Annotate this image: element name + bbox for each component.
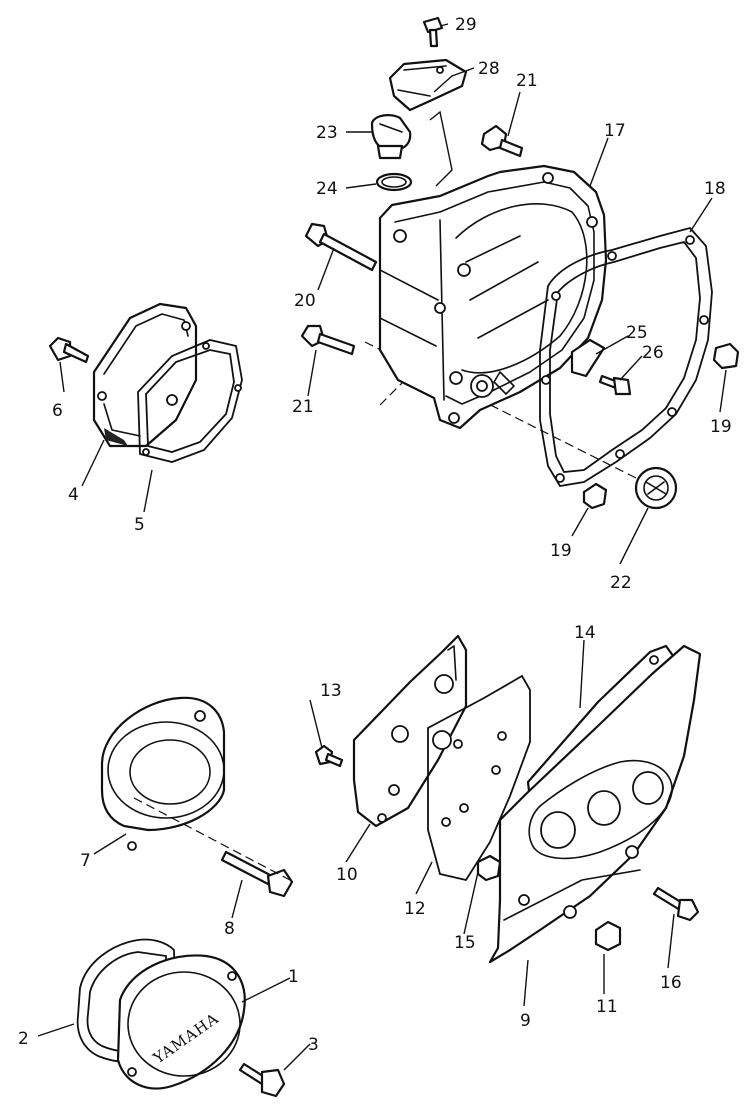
callout-12: 12 <box>404 899 426 919</box>
part-28-breather-plate <box>388 58 468 112</box>
part-4-small-cover <box>92 302 198 448</box>
callout-25: 24 <box>316 179 338 199</box>
callout-18: 18 <box>704 179 726 199</box>
part-1-yamaha-cover: YAMAHA <box>116 954 246 1090</box>
part-20-long-bolt <box>304 222 378 272</box>
part-25-o-ring <box>375 172 413 192</box>
part-3-bolt <box>238 1062 286 1098</box>
callout-14: 14 <box>574 623 596 643</box>
callout-16: 16 <box>660 973 682 993</box>
part-18-cover-gasket <box>539 226 713 487</box>
part-19-dowel-lower <box>582 482 608 510</box>
leader-lines <box>37 23 727 1071</box>
callout-20: 20 <box>294 291 316 311</box>
callout-21: 21 <box>292 397 314 417</box>
part-12-gasket-plate <box>427 674 531 882</box>
callout-24: 23 <box>316 123 338 143</box>
part-16-screw <box>652 886 700 922</box>
callout-27: 26 <box>642 343 664 363</box>
part-5-small-gasket <box>137 339 243 463</box>
callout-10: 10 <box>336 865 358 885</box>
part-17-crankcase-cover <box>378 164 608 430</box>
part-26-plate <box>570 338 606 378</box>
callout-3: 3 <box>308 1035 319 1055</box>
callout-28: 28 <box>478 59 500 79</box>
callout-8: 8 <box>224 919 235 939</box>
callout-5: 5 <box>134 515 145 535</box>
callout-labels: 29 28 21 23 24 17 18 20 21 25 26 19 19 2… <box>18 15 732 1055</box>
part-13-screw <box>314 744 344 768</box>
callout-4: 4 <box>68 485 79 505</box>
part-23-plug <box>634 466 678 510</box>
callout-17: 17 <box>604 121 626 141</box>
callout-7: 7 <box>80 851 91 871</box>
part-11-plug <box>594 920 622 952</box>
part-8-long-bolt <box>220 850 294 898</box>
part-9-sprocket-cover <box>488 644 702 964</box>
callout-23: 22 <box>610 573 632 593</box>
callout-19-right: 19 <box>710 417 732 437</box>
callout-11: 11 <box>596 997 618 1017</box>
callout-15: 15 <box>454 933 476 953</box>
callout-13: 13 <box>320 681 342 701</box>
callout-29: 29 <box>455 15 477 35</box>
callout-26: 25 <box>626 323 648 343</box>
callout-6: 6 <box>52 401 63 421</box>
callout-19-lower: 19 <box>550 541 572 561</box>
part-22-bolt <box>480 124 524 158</box>
part-21-bolt <box>300 324 356 356</box>
part-19-dowel-right <box>712 342 740 370</box>
part-6-bolt <box>48 336 90 364</box>
part-15-dowel <box>476 854 502 882</box>
callout-1: 1 <box>288 967 299 987</box>
part-24-oil-filler-cap <box>370 114 412 160</box>
part-29-screw <box>422 16 444 48</box>
part-7-cylindrical-cover <box>100 696 226 851</box>
callout-2: 2 <box>18 1029 29 1049</box>
callout-9: 9 <box>520 1011 531 1031</box>
part-10-mounting-plate <box>352 634 468 828</box>
alignment-line-8 <box>133 797 291 881</box>
part-27-screw <box>598 374 632 396</box>
callout-22: 21 <box>516 71 538 91</box>
